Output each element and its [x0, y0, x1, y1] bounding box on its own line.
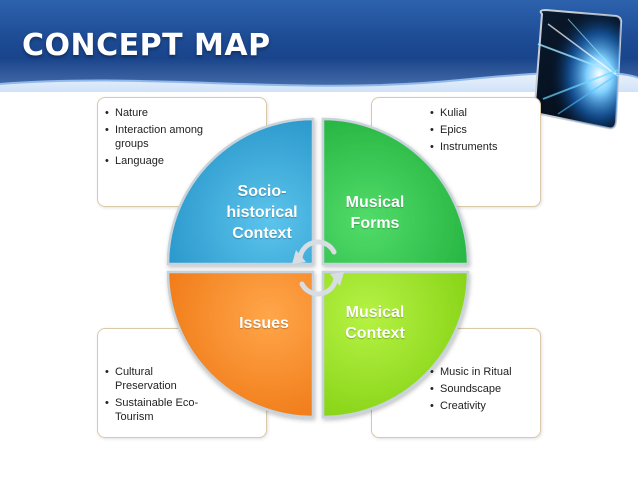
light-burst-graphic [533, 8, 623, 130]
slide-header: CONCEPT MAP [0, 0, 638, 92]
list-item: Kulial [430, 106, 535, 120]
quadrant-issues [166, 270, 315, 419]
list-item: Cultural Preservation [105, 365, 205, 393]
list-item: Instruments [430, 140, 535, 154]
list-item: Epics [430, 123, 535, 137]
cycle-arrowheads [292, 250, 344, 286]
list-item: Creativity [430, 399, 538, 413]
list-item: Soundscape [430, 382, 538, 396]
quadrant-label-socio-historical-context: Socio-historical Context [226, 183, 298, 242]
list-item: Nature [105, 106, 205, 120]
quadrant-label-musical-forms: Musical Forms [345, 194, 405, 232]
list-item: Music in Ritual [430, 365, 538, 379]
quadrant-musical-context [321, 270, 470, 419]
list-item: Language [105, 154, 205, 168]
quadrant-musical-forms [321, 117, 470, 266]
list-item: Sustainable Eco-Tourism [105, 396, 205, 424]
quadrant-socio-historical-context [166, 117, 315, 266]
note-list-bottom-left: Cultural Preservation Sustainable Eco-To… [105, 365, 205, 424]
quadrant-label-issues: Issues [239, 315, 289, 332]
quadrant-label-musical-context: Musical Context [345, 304, 405, 342]
note-list-top-left: Nature Interaction among groups Language [105, 106, 205, 168]
list-item: Interaction among groups [105, 123, 205, 151]
cycle-arrows-icon [297, 239, 339, 297]
note-list-top-right: Kulial Epics Instruments [430, 106, 535, 154]
note-list-bottom-right: Music in Ritual Soundscape Creativity [430, 365, 538, 413]
